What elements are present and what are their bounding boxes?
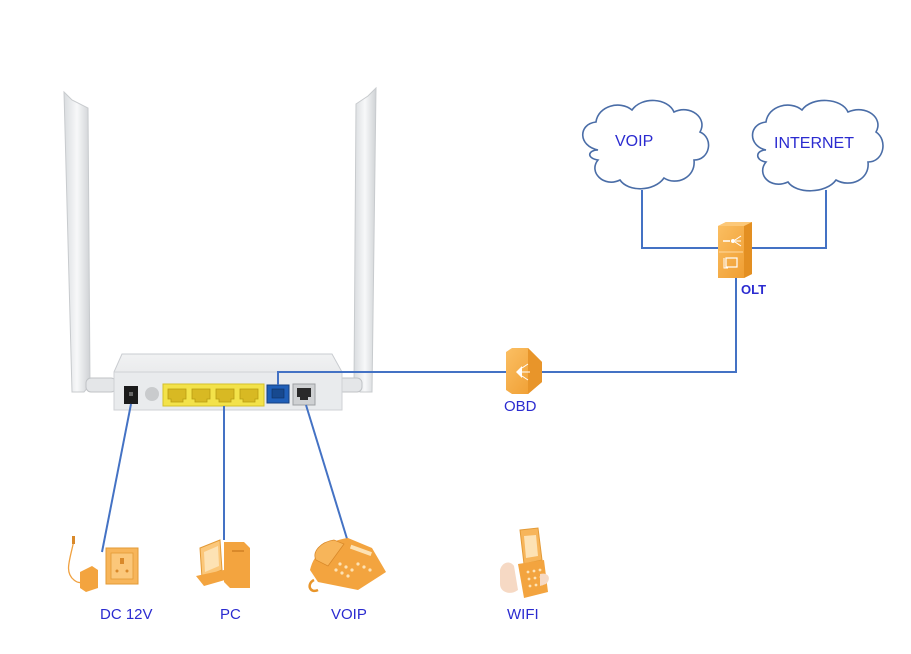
voip-cloud <box>581 99 710 190</box>
line-dc <box>101 403 132 553</box>
antenna-left <box>63 90 117 393</box>
wifi-label: WIFI <box>507 606 539 623</box>
lan-ports <box>167 388 259 403</box>
computer-icon <box>196 539 250 588</box>
connection-lines <box>101 190 827 553</box>
antenna-right <box>331 86 377 393</box>
router <box>113 353 343 411</box>
line-internet-cloud-olt <box>752 190 827 249</box>
internet-cloud <box>751 99 884 192</box>
line-voip <box>305 404 349 543</box>
obd-icon <box>506 348 542 394</box>
line-olt-obd <box>542 276 737 373</box>
line-voip-cloud-olt <box>641 190 718 249</box>
power-outlet-icon <box>67 536 139 592</box>
telephone-icon <box>308 538 386 593</box>
dc12v-label: DC 12V <box>100 606 153 623</box>
mobile-phone-icon <box>500 527 549 598</box>
pc-label: PC <box>220 606 241 623</box>
olt-label: OLT <box>741 282 767 297</box>
voip-cloud-label: VOIP <box>615 133 654 150</box>
power-button <box>145 387 159 401</box>
obd-label: OBD <box>504 398 537 415</box>
voip-device-label: VOIP <box>331 606 367 623</box>
internet-cloud-label: INTERNET <box>774 135 854 152</box>
lan-port-block <box>162 383 265 407</box>
line-obd-router <box>277 371 506 385</box>
olt-icon <box>718 222 752 278</box>
